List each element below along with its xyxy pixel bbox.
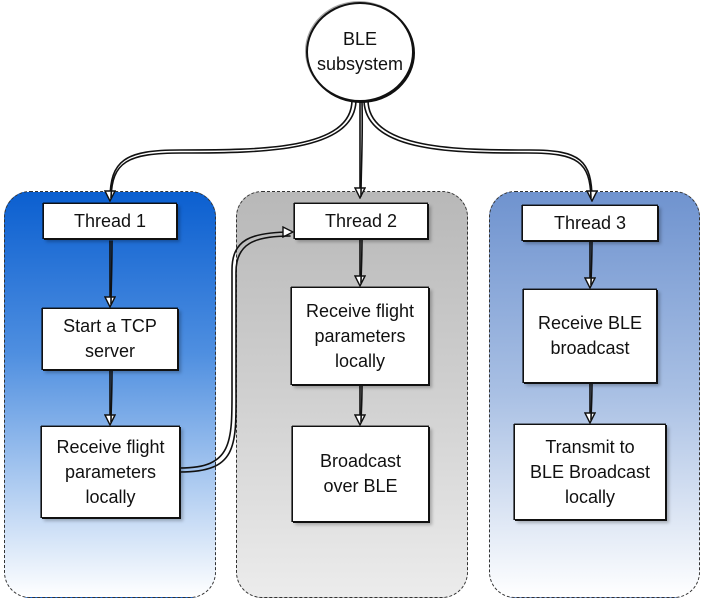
thread-3-step-2-label: Transmit to BLE Broadcast locally bbox=[529, 436, 651, 507]
thread-1-step-1-label: Start a TCP server bbox=[63, 316, 157, 361]
thread-2-header: Thread 2 bbox=[294, 203, 428, 239]
thread-1-header: Thread 1 bbox=[43, 203, 177, 239]
ble-subsystem-node: BLE subsystem bbox=[306, 2, 414, 102]
thread-2-step-1-label: Receive flight parameters locally bbox=[305, 300, 415, 371]
thread-3-step-1-label: Receive BLE broadcast bbox=[537, 313, 643, 358]
lane-thread-2 bbox=[236, 191, 468, 598]
edge-root-to-thread-3 bbox=[367, 99, 592, 200]
thread-1-header-label: Thread 1 bbox=[73, 210, 147, 231]
thread-3-step-2: Transmit to BLE Broadcast locally bbox=[514, 424, 666, 520]
thread-2-step-2-label: Broadcast over BLE bbox=[319, 451, 402, 496]
thread-2-step-1: Receive flight parameters locally bbox=[291, 287, 429, 385]
edge-root-to-thread-1 bbox=[110, 99, 353, 200]
thread-1-step-1: Start a TCP server bbox=[42, 308, 178, 370]
thread-3-step-1: Receive BLE broadcast bbox=[523, 289, 657, 383]
thread-1-step-2: Receive flight parameters locally bbox=[41, 426, 180, 518]
thread-2-step-2: Broadcast over BLE bbox=[292, 426, 429, 522]
thread-2-header-label: Thread 2 bbox=[324, 210, 398, 231]
thread-1-step-2-label: Receive flight parameters locally bbox=[56, 436, 165, 507]
lane-thread-3 bbox=[489, 191, 700, 598]
thread-3-header: Thread 3 bbox=[522, 205, 658, 241]
thread-3-header-label: Thread 3 bbox=[553, 212, 627, 233]
ble-subsystem-label: BLE subsystem bbox=[316, 29, 404, 74]
edge-thread-1-to-thread-2 bbox=[179, 232, 292, 469]
